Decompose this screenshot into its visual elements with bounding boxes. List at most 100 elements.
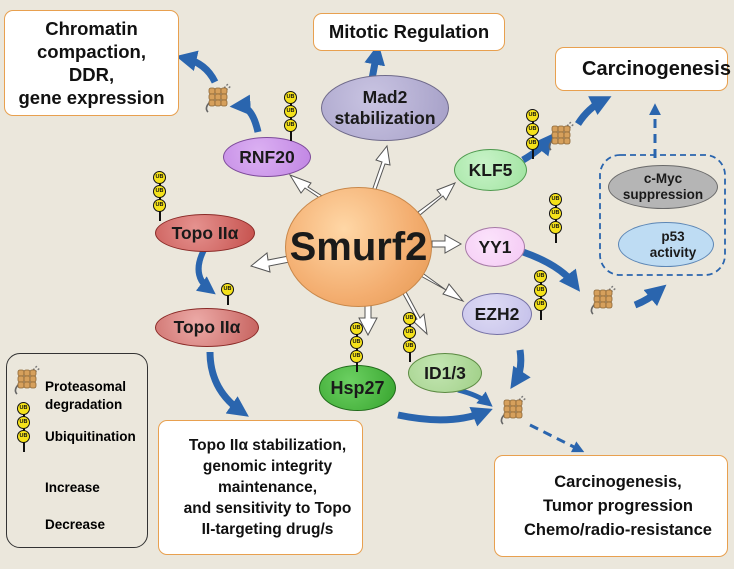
arrow-mad2-to-mitotic [364, 43, 386, 80]
mitotic-label: Mitotic Regulation [328, 21, 490, 42]
ubiquitin-icon: UB [549, 207, 562, 220]
smurf2-hollow-arrows [249, 144, 465, 337]
bottom-right-line: Carcinogenesis, [554, 473, 682, 491]
ubiquitin-icon: UB [526, 137, 539, 150]
cmyc-line: suppression [622, 187, 704, 202]
ubiquitin-icon: UB [403, 340, 416, 353]
yy1-label: YY1 [478, 236, 512, 257]
hsp27-label: Hsp27 [330, 377, 385, 398]
legend-decrease-label: Decrease [45, 517, 105, 532]
arrow-klf5-degradation [521, 133, 554, 164]
ezh2-label: EZH2 [474, 303, 520, 324]
arrow-smurf2-to-id13 [401, 289, 428, 336]
ubiquitin-icon: UB [350, 336, 363, 349]
arrow-smurf2-to-mad2 [371, 144, 391, 193]
arrow-smurf2-to-yy1 [431, 234, 463, 254]
topo-effects-line: genomic integrity [202, 458, 333, 475]
cmyc-suppression: c-Myc suppression [608, 165, 718, 209]
hsp27-node: Hsp27 [319, 365, 396, 411]
legend-line: Proteasomal [45, 379, 127, 394]
mitotic-box: Mitotic Regulation [313, 13, 505, 51]
ubiquitin-icon: UB [153, 199, 166, 212]
ubiquitin-icon: UB [350, 350, 363, 363]
rnf20-node: RNF20 [223, 137, 311, 177]
arrow-hsp27-to-degradation [397, 406, 493, 427]
ubiquitin-icon: UB [284, 105, 297, 118]
carcinogenesis-top-box: Carcinogenesis [555, 47, 731, 91]
arrow-yy1-ezh2-degradation [521, 248, 581, 292]
mad2-node: Mad2 stabilization [321, 75, 449, 141]
topo-b-label: Topo IIα [173, 317, 241, 337]
bottom-right-line: Chemo/radio-resistance [524, 521, 712, 539]
mad2-line: Mad2 [362, 87, 408, 107]
yy1-node: YY1 [465, 227, 525, 267]
ubiquitin-icon: UB [153, 171, 166, 184]
arrow-smurf2-to-klf5 [417, 182, 457, 216]
arrow-topo-b-to-effects [206, 351, 249, 417]
ubiquitin-icon: UB [526, 109, 539, 122]
topo-effects-line: maintenance, [217, 479, 318, 496]
ubiquitin-icon: UB [534, 270, 547, 283]
ubiquitin-stem [226, 289, 229, 305]
legend-line: Decrease [45, 517, 106, 532]
klf5-node: KLF5 [454, 149, 527, 191]
bottom-right-line: Tumor progression [542, 497, 694, 515]
ubiquitin-icon: UB [534, 284, 547, 297]
rnf20-label: RNF20 [239, 146, 295, 167]
ubiquitin-icon: UB [549, 221, 562, 234]
smurf2-node: Smurf2 [285, 187, 432, 307]
ezh2-node: EZH2 [462, 293, 532, 335]
ubiquitin-icon: UB [17, 402, 30, 415]
arrow-degradation-to-cmyc [633, 284, 667, 309]
ubiquitin-icon: UB [284, 91, 297, 104]
cmyc-line: c-Myc [643, 171, 683, 186]
chromatin-box: Chromatin compaction, DDR, gene expressi… [4, 10, 179, 116]
mad2-line: stabilization [334, 108, 436, 128]
legend-increase-label: Increase [45, 480, 100, 495]
carcinogenesis-top-label: Carcinogenesis [582, 57, 731, 80]
arrow-topo-a-to-topo-b [195, 246, 216, 295]
legend-proteasome-label: Proteasomal degradation [45, 378, 126, 414]
legend-line: degradation [45, 397, 123, 412]
legend-line: Increase [45, 480, 100, 495]
ubiquitin-icon: UB [284, 119, 297, 132]
ubiquitin-icon: UB [549, 193, 562, 206]
blue-flow-arrows [175, 43, 667, 453]
smurf2-label: Smurf2 [289, 224, 428, 269]
p53-activity: p53 activity [618, 222, 714, 267]
cmyc-p53-group [599, 154, 726, 276]
topo-effects-line: II-targeting drug/s [201, 521, 334, 538]
ubiquitin-icon: UB [350, 322, 363, 335]
arrow-degradation-to-carcinogenesis [575, 96, 612, 126]
proteasome-icon [497, 392, 527, 426]
topo-effects-box: Topo IIα stabilization, genomic integrit… [158, 420, 363, 555]
ubiquitin-icon: UB [403, 312, 416, 325]
topo-effects-line: and sensitivity to Topo [183, 500, 352, 517]
legend-ubiquitin-label: Ubiquitination [45, 429, 136, 444]
topo-b-node: Topo IIα [155, 308, 259, 347]
ubiquitin-icon: UB [17, 416, 30, 429]
topo-effects-line: Topo IIα stabilization, [188, 437, 347, 454]
topo-a-node: Topo IIα [155, 214, 255, 252]
proteasome-icon [545, 118, 575, 152]
arrow-degradation-to-chromatin [175, 50, 219, 84]
klf5-label: KLF5 [468, 159, 513, 180]
arrow-rnf20-degradation [229, 94, 262, 133]
chromatin-line: compaction, [37, 41, 146, 62]
ubiquitin-icon: UB [526, 123, 539, 136]
ubiquitin-icon: UB [221, 283, 234, 296]
dashed-arrow-to-bottom-right [529, 423, 585, 453]
ubiquitin-icon: UB [534, 298, 547, 311]
proteasome-icon [11, 362, 41, 396]
chromatin-line: gene expression [18, 87, 165, 108]
arrow-smurf2-to-ezh2 [418, 271, 465, 303]
p53-line: p53 [661, 228, 685, 244]
proteasome-icon [587, 282, 617, 316]
topo-a-label: Topo IIα [171, 222, 239, 243]
chromatin-line: DDR, [68, 64, 115, 85]
bottom-right-box: Carcinogenesis, Tumor progression Chemo/… [494, 455, 728, 557]
chromatin-line: Chromatin [45, 18, 138, 39]
id13-node: ID1/3 [408, 353, 482, 393]
